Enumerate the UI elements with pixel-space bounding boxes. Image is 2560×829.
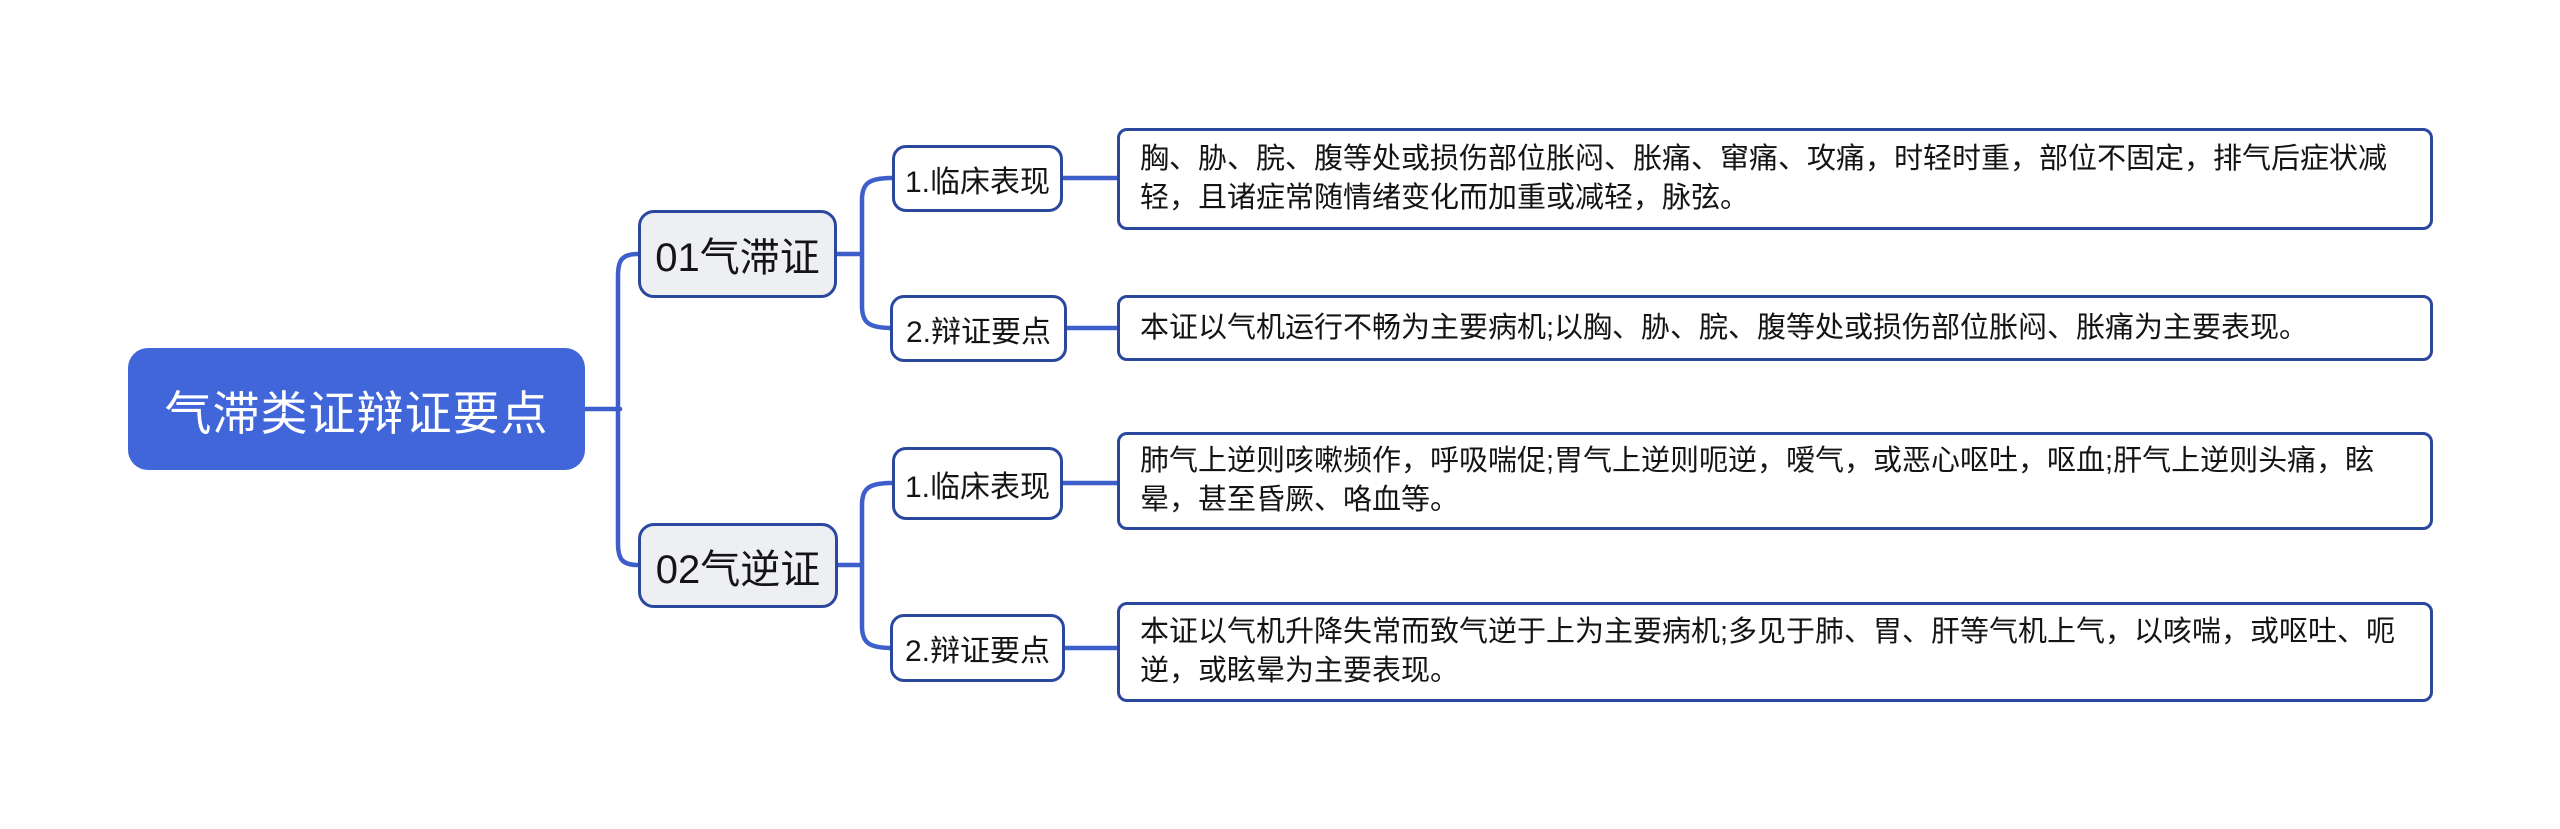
branch-node-qi-counterflow[interactable]: 02气逆证 [638,523,838,608]
detail-text: 本证以气机升降失常而致气逆于上为主要病机;多见于肺、胃、肝等气机上气，以咳喘，或… [1140,616,2396,687]
child-node-label: 1.临床表现 [904,470,1051,504]
detail-text: 本证以气机运行不畅为主要病机;以胸、胁、脘、腹等处或损伤部位胀闷、胀痛为主要表现… [1140,311,2309,344]
child-node-clinical-manifestation-2[interactable]: 1.临床表现 [892,447,1063,520]
root-node-label: 气滞类证辩证要点 [164,386,549,440]
child-node-differentiation-points-2[interactable]: 2.辩证要点 [890,614,1065,682]
detail-box-clinical-manifestation-2[interactable]: 肺气上逆则咳嗽频作，呼吸喘促;胃气上逆则呃逆，嗳气，或恶心呕吐，呕血;肝气上逆则… [1117,432,2433,530]
branch-node-qi-stagnation[interactable]: 01气滞证 [638,210,837,298]
detail-box-differentiation-points-2[interactable]: 本证以气机升降失常而致气逆于上为主要病机;多见于肺、胃、肝等气机上气，以咳喘，或… [1117,602,2433,702]
child-node-label: 2.辩证要点 [905,315,1052,349]
connector-branch1-fork [859,175,895,331]
connector-root-trunk [615,251,641,568]
branch-node-label: 02气逆证 [655,547,821,592]
detail-box-clinical-manifestation-1[interactable]: 胸、胁、脘、腹等处或损伤部位胀闷、胀痛、窜痛、攻痛，时轻时重，部位不固定，排气后… [1117,128,2433,230]
child-node-differentiation-points-1[interactable]: 2.辩证要点 [890,295,1067,362]
child-node-clinical-manifestation-1[interactable]: 1.临床表现 [892,145,1063,212]
detail-box-differentiation-points-1[interactable]: 本证以气机运行不畅为主要病机;以胸、胁、脘、腹等处或损伤部位胀闷、胀痛为主要表现… [1117,295,2433,361]
connector-branch2-fork [859,480,895,651]
detail-text: 胸、胁、脘、腹等处或损伤部位胀闷、胀痛、窜痛、攻痛，时轻时重，部位不固定，排气后… [1140,143,2388,214]
detail-text: 肺气上逆则咳嗽频作，呼吸喘促;胃气上逆则呃逆，嗳气，或恶心呕吐，呕血;肝气上逆则… [1140,445,2375,516]
child-node-label: 1.临床表现 [904,165,1051,199]
child-node-label: 2.辩证要点 [904,635,1051,668]
branch-node-label: 01气滞证 [655,236,820,280]
root-node[interactable]: 气滞类证辩证要点 [128,348,585,470]
